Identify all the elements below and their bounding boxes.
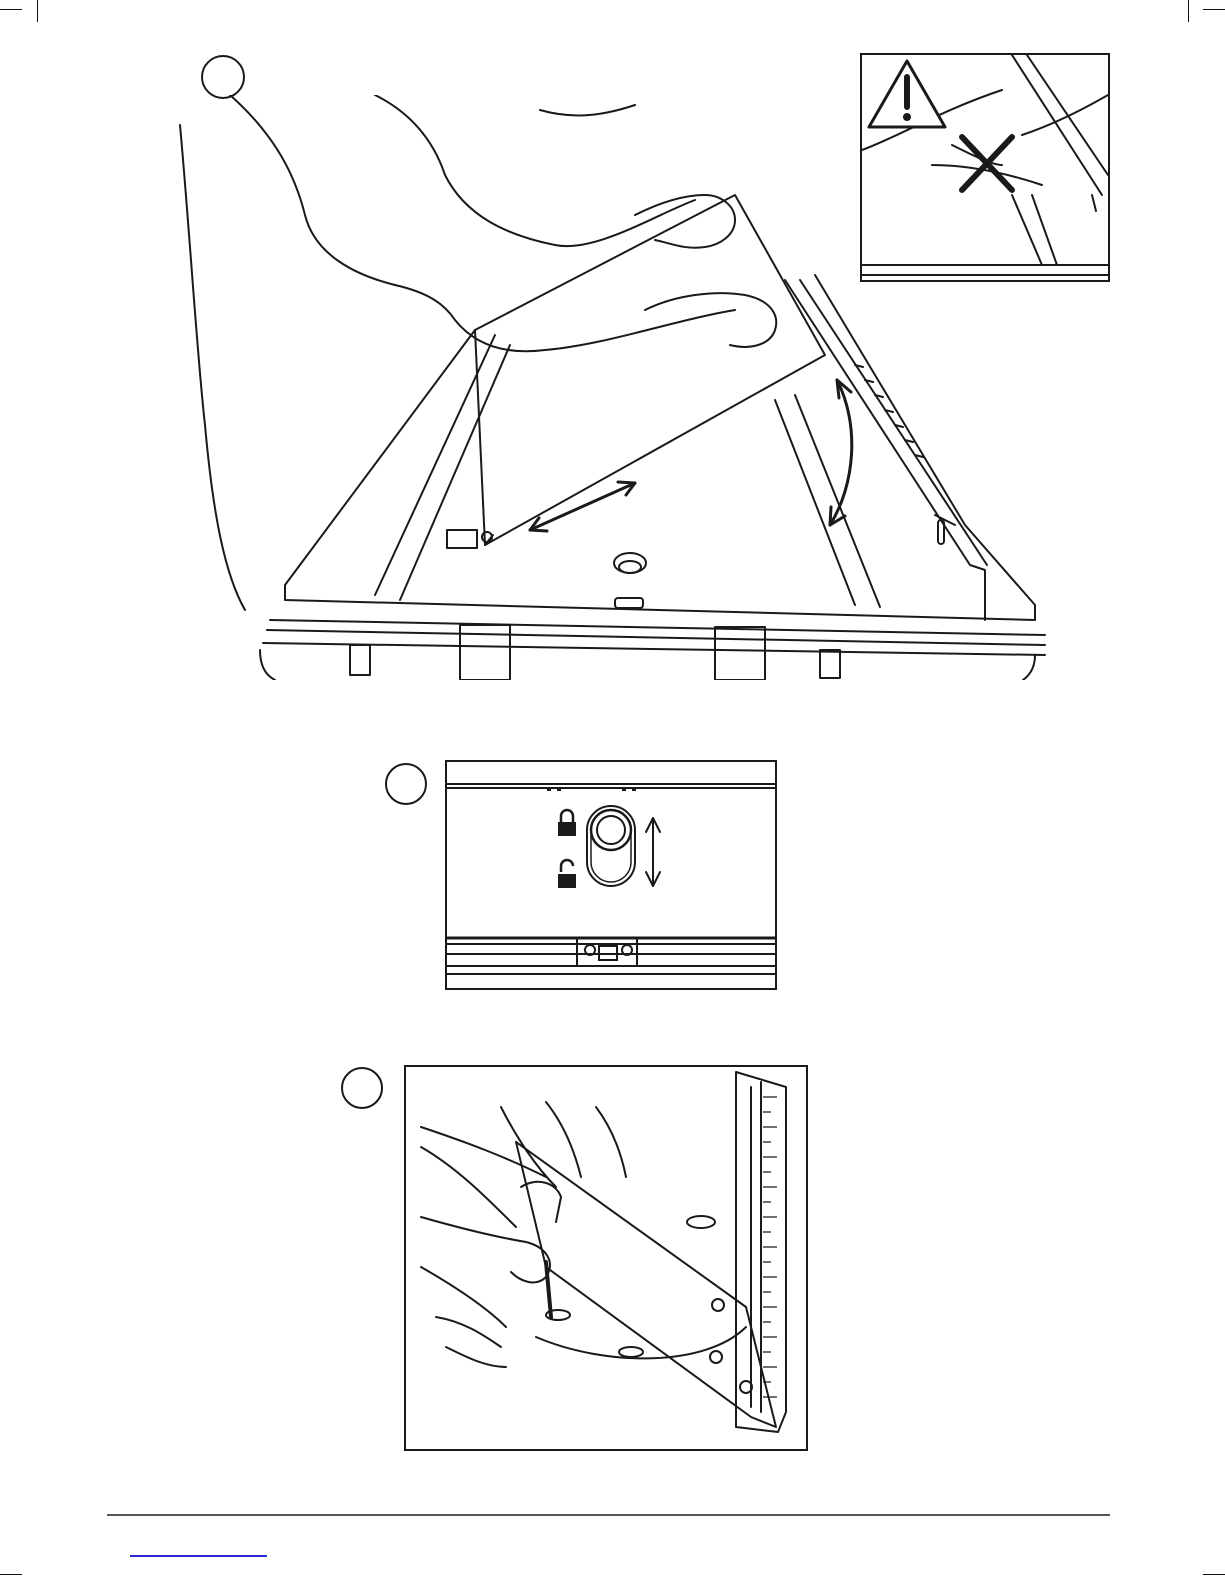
step-number-circle	[201, 55, 245, 99]
square-alignment-panel	[404, 1065, 808, 1451]
step-number-circle	[341, 1067, 383, 1109]
double-arrow-vertical-icon	[646, 818, 660, 886]
step-number-circle	[385, 763, 427, 805]
cross-mark-icon	[962, 137, 1012, 190]
crop-mark	[0, 9, 22, 10]
lock-detail-panel	[445, 760, 777, 990]
crop-mark	[1203, 1574, 1225, 1575]
padlock-open-icon	[558, 860, 576, 888]
crop-mark	[0, 1574, 22, 1575]
footer-link-underline	[130, 1555, 267, 1557]
crop-mark	[37, 0, 38, 22]
warning-inset-drawing	[862, 55, 1108, 280]
padlock-closed-icon	[558, 810, 576, 836]
square-alignment-drawing	[406, 1067, 806, 1449]
lock-detail-drawing	[447, 762, 775, 988]
ruler-scale	[763, 1097, 777, 1397]
warning-inset	[860, 53, 1110, 282]
footer-rule	[107, 1514, 1110, 1516]
crop-mark	[1188, 0, 1189, 22]
crop-mark	[1203, 9, 1225, 10]
lock-knob	[587, 806, 635, 886]
warning-triangle-icon	[869, 61, 945, 127]
